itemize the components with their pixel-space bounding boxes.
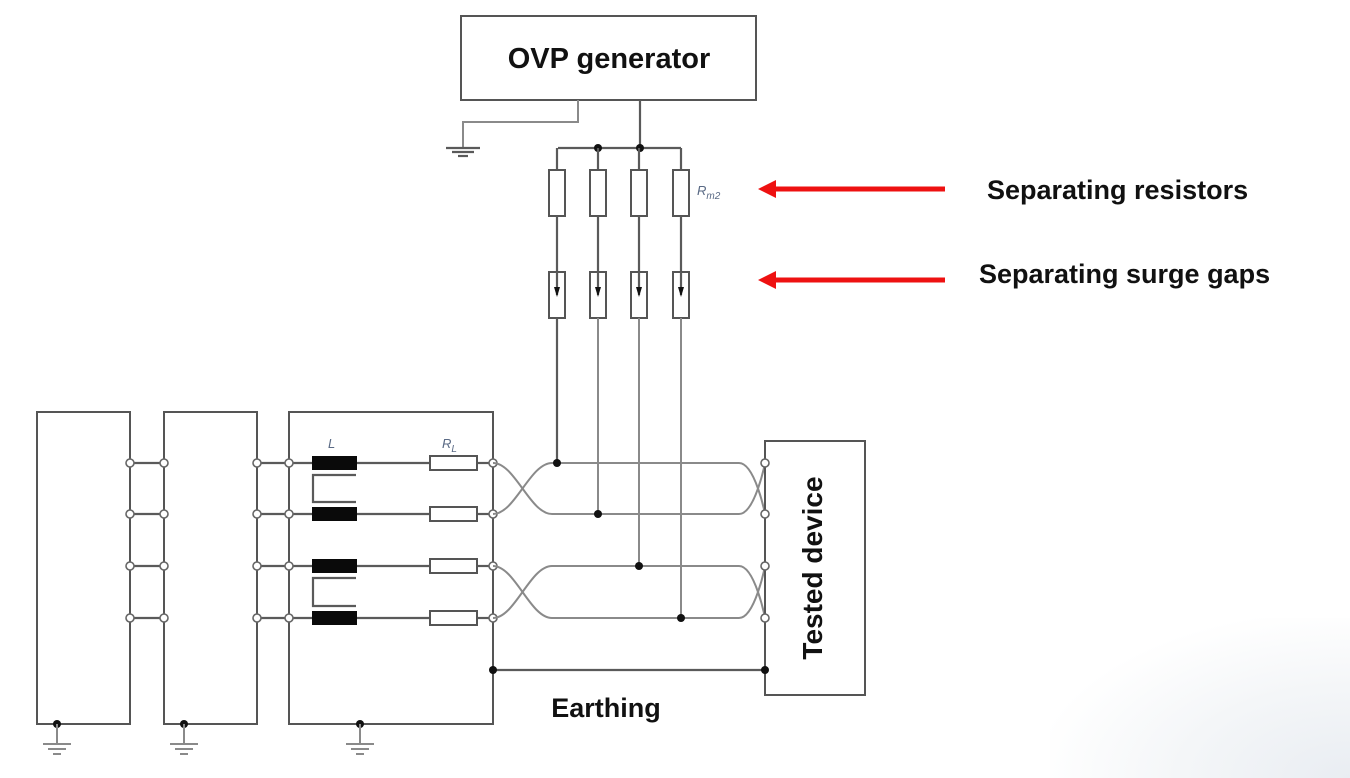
surge-gap-arrow-icon bbox=[554, 287, 560, 297]
arrowhead-icon bbox=[758, 180, 776, 198]
inductor-core bbox=[312, 559, 357, 573]
junction-dot bbox=[677, 614, 685, 622]
terminal bbox=[284, 509, 294, 519]
junction-dot bbox=[635, 562, 643, 570]
inductor-label: L bbox=[328, 436, 335, 451]
terminal bbox=[125, 509, 135, 519]
coupling-bracket bbox=[311, 576, 356, 608]
terminal bbox=[159, 509, 169, 519]
inductor-core bbox=[312, 507, 357, 521]
injection-taps bbox=[553, 318, 685, 622]
annotation-text: Separating surge gaps bbox=[979, 259, 1270, 289]
ground-icon bbox=[43, 720, 71, 755]
ovp-generator: OVP generator bbox=[460, 15, 757, 101]
terminal bbox=[125, 561, 135, 571]
terminal bbox=[284, 458, 294, 468]
load-resistor bbox=[429, 558, 478, 574]
tested-device-label: Tested device bbox=[797, 476, 828, 659]
tested-device: Tested device bbox=[760, 440, 866, 696]
ovp-generator-label: OVP generator bbox=[508, 43, 711, 75]
arrowhead-icon bbox=[758, 271, 776, 289]
terminal bbox=[252, 509, 262, 519]
generator-bus bbox=[558, 100, 681, 152]
branch-4 bbox=[672, 148, 690, 319]
inductor-core bbox=[312, 611, 357, 625]
surge-gap-arrow-icon bbox=[595, 287, 601, 297]
terminal bbox=[252, 458, 262, 468]
junction-dot bbox=[553, 459, 561, 467]
earthing-label: Earthing bbox=[551, 693, 661, 723]
terminal bbox=[159, 613, 169, 623]
branch-1 bbox=[548, 148, 566, 319]
annotation-separating-surge-gaps: Separating surge gaps bbox=[758, 259, 1270, 289]
branch-2 bbox=[589, 148, 607, 319]
rm2-label: Rm2 bbox=[697, 183, 721, 202]
coupling-bracket bbox=[311, 473, 356, 504]
network-box-2 bbox=[163, 411, 258, 725]
twisted-pair-cables bbox=[492, 462, 766, 619]
separating-resistor bbox=[672, 169, 690, 217]
branch-3 bbox=[630, 148, 648, 319]
generator-ground-icon bbox=[446, 100, 579, 158]
background-fade bbox=[1050, 618, 1350, 778]
network-box-1 bbox=[36, 411, 131, 725]
ground-icon bbox=[170, 720, 198, 755]
ground-icon bbox=[346, 720, 374, 755]
load-resistor bbox=[429, 455, 478, 471]
terminal bbox=[252, 561, 262, 571]
load-resistor bbox=[429, 506, 478, 522]
separating-resistor bbox=[548, 169, 566, 217]
surge-gap-arrow-icon bbox=[678, 287, 684, 297]
terminal bbox=[125, 613, 135, 623]
surge-gap-arrow-icon bbox=[636, 287, 642, 297]
terminal bbox=[284, 613, 294, 623]
terminal bbox=[159, 458, 169, 468]
load-resistor-label: RL bbox=[442, 436, 457, 455]
terminal bbox=[252, 613, 262, 623]
annotation-separating-resistors: Separating resistors bbox=[758, 175, 1248, 205]
annotation-text: Separating resistors bbox=[987, 175, 1248, 205]
inductor-core bbox=[312, 456, 357, 470]
earthing-line: Earthing bbox=[489, 666, 769, 723]
load-resistor bbox=[429, 610, 478, 626]
junction-dot bbox=[594, 510, 602, 518]
terminal bbox=[159, 561, 169, 571]
separating-branches bbox=[548, 148, 690, 319]
terminal bbox=[284, 561, 294, 571]
terminal bbox=[125, 458, 135, 468]
separating-resistor bbox=[630, 169, 648, 217]
separating-resistor bbox=[589, 169, 607, 217]
